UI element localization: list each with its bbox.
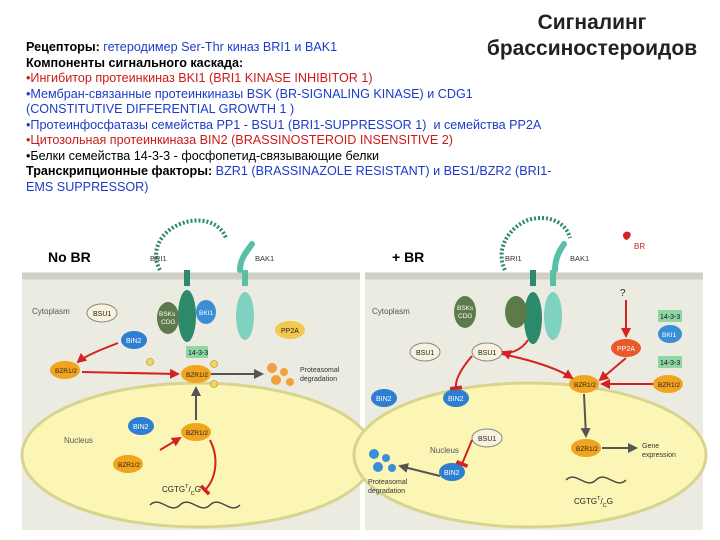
bri1-tm-right xyxy=(530,270,536,286)
pp2a-label: PP2A xyxy=(281,328,299,335)
bak1-tm xyxy=(242,270,248,286)
bzr-label-right-b: BZR1/2 xyxy=(658,382,680,389)
degradation-fragment xyxy=(286,378,294,386)
p1433-label: 14-3-3 xyxy=(188,350,208,357)
bak1-ectodomain xyxy=(240,244,252,270)
bsk-label-right: BSKs xyxy=(457,305,474,312)
bsk-cdg-node-right-b xyxy=(505,296,527,328)
degradation-fragment xyxy=(280,368,288,376)
question-mark: ? xyxy=(620,288,626,299)
bzr-label-nucleus-a: BZR1/2 xyxy=(186,430,208,437)
heading-no-br: No BR xyxy=(48,249,91,265)
bak1-kinase xyxy=(236,292,254,340)
cytoplasm-label-right: Cytoplasm xyxy=(372,307,410,316)
degradation-fragment-blue xyxy=(382,454,390,462)
cytoplasm-label: Cytoplasm xyxy=(32,307,70,316)
cdg-label: CDG xyxy=(161,319,175,326)
degradation-label-right-1: Proteasomal xyxy=(368,479,408,486)
degradation-fragment-blue xyxy=(369,449,379,459)
degradation-fragment-blue xyxy=(373,462,383,472)
bin2-label-right-b: BIN2 xyxy=(448,396,464,403)
bri1-kinase xyxy=(178,290,196,342)
bsu1-label-right-a: BSU1 xyxy=(416,350,434,357)
bak1-tm-right xyxy=(550,270,556,286)
nucleus-shape xyxy=(22,383,374,527)
bzr-label-nucleus-b: BZR1/2 xyxy=(118,462,140,469)
bak1-label: BAK1 xyxy=(255,254,274,263)
bin2-label-cyto: BIN2 xyxy=(126,338,142,345)
degradation-label-2: degradation xyxy=(300,376,337,383)
cdg-label-right: CDG xyxy=(458,313,472,320)
nucleus-label: Nucleus xyxy=(64,436,93,445)
gene-expression-label-1: Gene xyxy=(642,443,659,450)
phospho-marker xyxy=(211,361,218,368)
bzr-label-mid: BZR1/2 xyxy=(186,372,208,379)
gene-expression-label-2: expression xyxy=(642,452,676,459)
bri1-kinase-right xyxy=(524,292,542,344)
bki1-label-right: BKI1 xyxy=(662,332,676,339)
bri1-label: BRI1 xyxy=(150,254,167,263)
pp2a-label-right: PP2A xyxy=(617,346,635,353)
br-label: BR xyxy=(634,242,645,251)
bzr-label-nucleus-right: BZR1/2 xyxy=(576,446,598,453)
bin2-label-right-c: BIN2 xyxy=(444,470,460,477)
degradation-fragment xyxy=(267,363,277,373)
p1433-label-right-b: 14-3-3 xyxy=(660,360,680,367)
phospho-marker xyxy=(211,381,218,388)
bak1-kinase-right xyxy=(544,292,562,340)
bin2-label-nucleus: BIN2 xyxy=(133,424,149,431)
degradation-fragment-blue xyxy=(388,464,396,472)
panel-no-br: No BR BRI1 BAK1 BSKs CDG BKI1 Cytoplasm … xyxy=(22,220,374,530)
panel-plus-br: + BR BRI1 BAK1 BR BSKs CDG Cytoplasm ? B… xyxy=(354,218,706,530)
bzr-label-right-a: BZR1/2 xyxy=(574,382,596,389)
degradation-fragment xyxy=(271,375,281,385)
degradation-label-right-2: degradation xyxy=(368,488,405,495)
bsu1-label-right-b: BSU1 xyxy=(478,350,496,357)
phospho-marker xyxy=(147,359,154,366)
nucleus-label-right: Nucleus xyxy=(430,446,459,455)
br-molecule-icon xyxy=(623,232,631,240)
bsk-label: BSKs xyxy=(159,311,176,318)
bzr-label-left: BZR1/2 xyxy=(55,368,77,375)
bsk-cdg-node xyxy=(157,302,179,334)
degradation-label-1: Proteasomal xyxy=(300,367,340,374)
bak1-ectodomain-right xyxy=(555,244,564,270)
bsu1-label-nucleus: BSU1 xyxy=(478,436,496,443)
bsu1-label: BSU1 xyxy=(93,311,111,318)
bsk-cdg-node-right-a xyxy=(454,296,476,328)
p1433-label-right-a: 14-3-3 xyxy=(660,314,680,321)
bak1-label-right: BAK1 xyxy=(570,254,589,263)
bin2-label-right-a: BIN2 xyxy=(376,396,392,403)
bri1-label-right: BRI1 xyxy=(505,254,522,263)
heading-plus-br: + BR xyxy=(392,249,424,265)
bki1-label: BKI1 xyxy=(199,310,213,317)
bri1-tm xyxy=(184,270,190,286)
